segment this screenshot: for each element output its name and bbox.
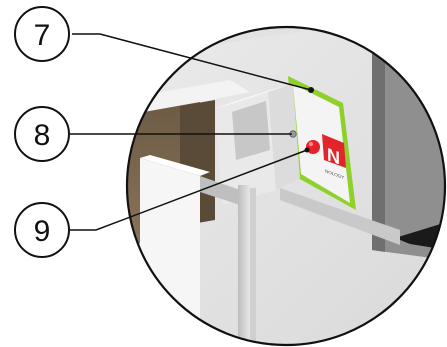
leader-9-dot — [304, 147, 310, 153]
callout-7-label: 7 — [34, 19, 51, 52]
callout-7-circle — [14, 6, 70, 62]
support-pillar — [238, 185, 250, 345]
callout-9: 9 — [14, 202, 70, 258]
logo-letter: N — [327, 144, 340, 169]
plate-logo: N NOLOGY — [322, 134, 346, 180]
callout-9-label: 9 — [34, 215, 51, 248]
magnifier-lens-outline — [125, 25, 447, 347]
bracket-top — [215, 86, 285, 108]
callout-7: 7 — [14, 6, 70, 62]
right-wall-shadow — [372, 27, 385, 252]
bracket-side — [268, 84, 300, 190]
bracket-inner-shadow — [232, 101, 270, 160]
callout-8-circle — [14, 106, 70, 162]
panel-ledge — [200, 176, 240, 205]
pillar-shadow — [250, 188, 256, 345]
ledge — [280, 188, 400, 245]
callout-8: 8 — [14, 106, 70, 162]
leader-7-dot — [308, 87, 314, 93]
leader-7 — [72, 33, 312, 91]
sensor-plate-face — [293, 84, 350, 203]
lens-scene: N NOLOGY — [127, 27, 445, 345]
logo-brand-text: NOLOGY — [325, 168, 344, 180]
front-panel — [140, 158, 200, 345]
logo-red-square — [322, 134, 346, 168]
callout-9-circle — [14, 202, 70, 258]
front-panel-edge — [140, 155, 210, 176]
callout-leaders — [70, 33, 312, 231]
red-indicator-highlight — [308, 141, 314, 147]
leader-9 — [70, 149, 308, 231]
callout-8-label: 8 — [34, 119, 51, 152]
